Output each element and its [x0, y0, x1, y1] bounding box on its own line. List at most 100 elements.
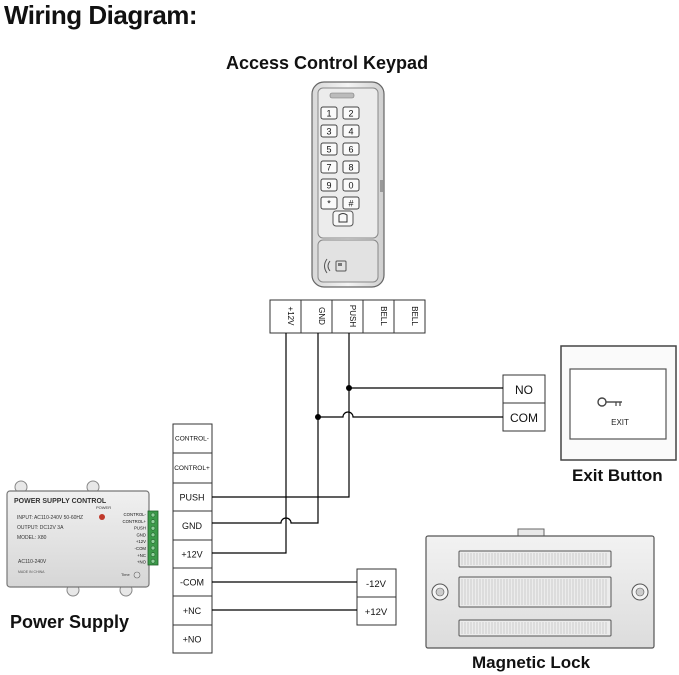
bell-icon — [338, 213, 348, 223]
keypad-caption: Access Control Keypad — [226, 53, 429, 73]
keypad-led-bar — [329, 92, 355, 99]
ps-screw — [150, 539, 156, 544]
exit-terminal — [502, 374, 546, 404]
magnetic-lock-caption: Magnetic Lock — [472, 653, 591, 672]
power-terminal-label: +NC — [183, 606, 202, 616]
key-cap[interactable] — [342, 160, 360, 174]
ps-pin-label: PUSH — [134, 526, 146, 531]
key-4[interactable]: 4 — [342, 124, 360, 138]
ps-pin-label: CONTROL+ — [122, 519, 146, 524]
ps-power-led — [99, 514, 105, 520]
key-7[interactable]: 7 — [320, 160, 338, 174]
power-terminal — [172, 510, 213, 541]
key-cap[interactable] — [320, 196, 338, 210]
key-cap[interactable] — [342, 124, 360, 138]
doorbell-key[interactable] — [332, 210, 354, 227]
lock-terminal-block: -12V +12V — [356, 568, 397, 626]
key-cap[interactable] — [342, 196, 360, 210]
key-9[interactable]: 9 — [320, 178, 338, 192]
power-terminal-label: -COM — [180, 578, 204, 588]
exit-button-face[interactable] — [569, 368, 667, 440]
key-1[interactable]: 1 — [320, 106, 338, 120]
key-label: 3 — [326, 127, 331, 137]
keypad-terminal — [362, 299, 395, 334]
mlock-screw — [635, 587, 645, 597]
power-terminal-label: CONTROL- — [175, 436, 209, 443]
exit-terminal-block: NO COM — [502, 374, 546, 432]
key-label: 5 — [326, 145, 331, 155]
ps-screw — [150, 532, 156, 538]
power-terminal-label: +12V — [181, 550, 202, 560]
lock-terminal — [356, 596, 397, 626]
key-label: 8 — [348, 163, 353, 173]
key-cap[interactable] — [320, 106, 338, 120]
exit-terminal-label: NO — [515, 383, 533, 397]
key-5[interactable]: 5 — [320, 142, 338, 156]
key-cap[interactable] — [320, 142, 338, 156]
exit-label: EXIT — [611, 418, 629, 427]
exit-button-caption: Exit Button — [572, 466, 663, 485]
key-cap[interactable] — [342, 106, 360, 120]
keypad-terminal-label: PUSH — [348, 305, 357, 327]
ps-screw — [150, 558, 156, 564]
ps-pin-label: +12V — [136, 539, 146, 544]
keypad-terminal-label: GND — [317, 307, 326, 325]
power-terminal — [172, 539, 213, 569]
exit-terminal — [502, 402, 546, 432]
key-label: 2 — [348, 109, 353, 119]
key-cap[interactable] — [342, 142, 360, 156]
exit-terminal-label: COM — [510, 411, 538, 425]
key-label: # — [348, 199, 353, 209]
power-terminal — [172, 624, 213, 654]
key-6[interactable]: 6 — [342, 142, 360, 156]
key-label: 4 — [348, 127, 353, 137]
ps-bottom-text: AC110-240V — [18, 559, 47, 565]
key-2[interactable]: 2 — [342, 106, 360, 120]
key-cap[interactable] — [320, 178, 338, 192]
power-terminal — [172, 423, 213, 454]
key-label: 1 — [326, 109, 331, 119]
key-icon — [597, 397, 622, 407]
key-cap[interactable] — [320, 160, 338, 174]
keypad-terminal — [300, 299, 333, 334]
ps-screw — [150, 519, 156, 524]
power-supply-device: POWER SUPPLY CONTROL INPUT: AC110-240V 5… — [6, 480, 159, 597]
ps-pin-label: +NO — [137, 560, 147, 565]
power-terminal-label: +NO — [183, 635, 202, 645]
keypad-terminal — [331, 299, 364, 334]
exit-button-device: EXIT — [560, 345, 677, 461]
magnetic-lock-device — [425, 528, 655, 649]
lock-terminal-label: -12V — [366, 579, 387, 590]
junction-dot — [346, 385, 352, 391]
key-*[interactable]: * — [320, 196, 338, 210]
ps-pin-label: GND — [136, 532, 146, 537]
lock-terminal — [356, 568, 397, 598]
keypad-card-reader — [317, 239, 379, 283]
key-label: 7 — [326, 163, 331, 173]
wire-12v — [212, 333, 287, 554]
wire-gnd-com — [317, 333, 503, 418]
key-cap[interactable] — [342, 178, 360, 192]
ps-screw — [150, 552, 156, 557]
ps-terminal-screws — [150, 512, 156, 564]
ps-pin-label: +NC — [137, 553, 146, 558]
power-terminal-label: CONTROL+ — [174, 465, 210, 472]
power-supply-caption: Power Supply — [10, 612, 130, 632]
key-label: 0 — [348, 181, 353, 191]
key-#[interactable]: # — [342, 196, 360, 210]
key-0[interactable]: 0 — [342, 178, 360, 192]
key-3[interactable]: 3 — [320, 124, 338, 138]
lock-terminal-label: +12V — [365, 607, 388, 618]
ps-terminal-strip — [147, 510, 159, 566]
ps-screw — [150, 512, 156, 518]
ps-time-knob[interactable] — [133, 571, 141, 579]
key-cap[interactable] — [320, 124, 338, 138]
keypad-terminal-label: BELL — [379, 306, 388, 326]
ps-pin-label: CONTROL- — [124, 512, 147, 517]
key-8[interactable]: 8 — [342, 160, 360, 174]
